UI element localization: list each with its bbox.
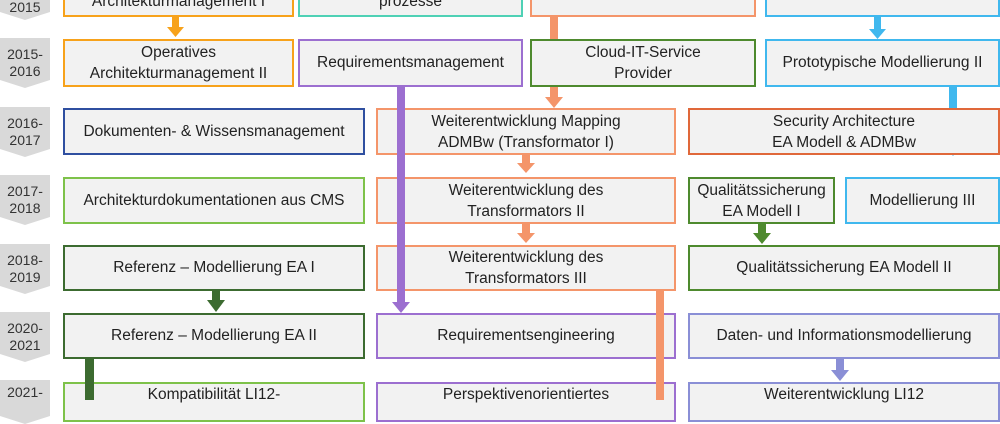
box-prototypische-modellierung-2-text: Prototypische Modellierung II (782, 54, 983, 71)
box-architekturmanagement-1: Architekturmanagement I (63, 0, 294, 17)
box-modellierung-3-text: Modellierung III (869, 191, 976, 209)
box-referenz-modellierung-1-text: Referenz – Modellierung EA I (113, 259, 315, 276)
box-qualitaetssicherung-ea-1-text: Qualitätssicherung EA Modell I (697, 181, 826, 220)
box-daten-informationsmodellierung-text: Daten- und Informationsmodellierung (716, 327, 972, 344)
box-referenz-modellierung-2: Referenz – Modellierung EA II (63, 313, 365, 359)
year-label-2018-2019: 2018- 2019 (0, 244, 50, 294)
year-label-2015-2016: 2015- 2016 (0, 38, 50, 88)
box-mapping-top (530, 0, 756, 17)
year-column: 2015 2015- 2016 2016- 2017 2017- 2018 20… (0, 0, 52, 400)
box-requirementsengineering: Requirementsengineering (376, 313, 676, 359)
year-label-2020-2021: 2020- 2021 (0, 312, 50, 362)
box-perspektivenorientiertes-text: Perspektivenorientiertes (442, 386, 610, 403)
box-prototypische-modellierung-2: Prototypische Modellierung II (765, 39, 1000, 87)
arrow-salmon1-head (545, 97, 563, 108)
arrow-salmon3-head (517, 233, 535, 243)
box-weiterentwicklung-mapping-text: Weiterentwicklung Mapping ADMBw (Transfo… (431, 112, 621, 151)
arrow-salmon3-shaft (522, 223, 530, 233)
arrow-lav-head (831, 370, 849, 381)
box-security-architecture: Security Architecture EA Modell & ADMBw (688, 108, 1000, 155)
box-qualitaetssicherung-ea-2-text: Qualitätssicherung EA Modell II (736, 259, 952, 276)
box-weiterentwicklung-li12-text: Weiterentwicklung LI12 (764, 386, 924, 403)
box-kompatibilitaet: Kompatibilität LI12- (63, 382, 365, 422)
box-weiterentwicklung-transformators-2-text: Weiterentwicklung des Transformators II (448, 181, 604, 220)
box-referenz-modellierung-1: Referenz – Modellierung EA I (63, 245, 365, 291)
box-modellierung-3: Modellierung III (845, 177, 1000, 224)
arrow-salmon2-head (517, 163, 535, 173)
box-referenz-modellierung-2-text: Referenz – Modellierung EA II (111, 327, 317, 344)
box-prototypische-top (765, 0, 1000, 17)
year-label-2021: 2021- (0, 380, 50, 424)
box-requirementsengineering-text: Requirementsengineering (437, 327, 615, 344)
box-cloud-it-service-provider: Cloud-IT-Service Provider (530, 39, 756, 87)
arrow-green1-head (753, 233, 771, 244)
arrow-lav-shaft (836, 359, 844, 370)
box-operatives-am-2-text: Operatives Architekturmanagement II (89, 44, 268, 82)
arrow-orange-shaft (172, 17, 179, 27)
arrow-green2-head (207, 300, 225, 312)
box-perspektivenorientiertes: Perspektivenorientiertes (376, 382, 676, 422)
box-dokumenten-wissensmanagement: Dokumenten- & Wissensmanagement (63, 108, 365, 155)
box-qualitaetssicherung-ea-1: Qualitätssicherung EA Modell I (688, 177, 835, 224)
box-weiterentwicklung-transformators-2: Weiterentwicklung des Transformators II (376, 177, 676, 224)
box-operatives-architekturmanagement-2: Operatives Architekturmanagement II (63, 39, 294, 87)
arrow-orange-head (167, 27, 184, 37)
year-label-2017-2018: 2017- 2018 (0, 175, 50, 225)
arrow-sky1-head (869, 29, 886, 39)
year-label-2015: 2015 (0, 0, 50, 20)
arrow-sky1-shaft (874, 17, 881, 29)
arrow-green1-shaft (758, 223, 766, 233)
box-weiterentwicklung-li12: Weiterentwicklung LI12 (688, 382, 1000, 422)
box-architekturdokumentationen-cms: Architekturdokumentationen aus CMS (63, 177, 365, 224)
arrow-green2-shaft (212, 290, 220, 300)
box-security-architecture-text: Security Architecture EA Modell & ADMBw (772, 112, 916, 151)
year-label-2016-2017: 2016- 2017 (0, 107, 50, 157)
arrow-salmon2-shaft (522, 153, 530, 163)
box-qualitaetssicherung-ea-2: Qualitätssicherung EA Modell II (688, 245, 1000, 291)
box-weiterentwicklung-transformators-3: Weiterentwicklung des Transformators III (376, 245, 676, 291)
box-weiterentwicklung-mapping: Weiterentwicklung Mapping ADMBw (Transfo… (376, 108, 676, 155)
box-architekturmanagement-1-text: Architekturmanagement I (91, 0, 266, 10)
box-daten-informationsmodellierung: Daten- und Informationsmodellierung (688, 313, 1000, 359)
arrow-purple-head (392, 302, 410, 313)
box-weiterentwicklung-transformators-3-text: Weiterentwicklung des Transformators III (448, 249, 604, 287)
box-architekturdokumentationen-cms-text: Architekturdokumentationen aus CMS (83, 191, 345, 209)
box-kompatibilitaet-text: Kompatibilität LI12- (147, 386, 281, 403)
box-requirementsmanagement: Requirementsmanagement (298, 39, 523, 87)
box-dokumenten-wissensmanagement-text: Dokumenten- & Wissensmanagement (83, 122, 345, 140)
box-prozesse-text: prozesse (379, 0, 442, 10)
box-requirementsmanagement-text: Requirementsmanagement (317, 54, 504, 71)
box-cloud-it-service-text: Cloud-IT-Service Provider (585, 44, 701, 82)
box-prozesse: prozesse (298, 0, 523, 17)
